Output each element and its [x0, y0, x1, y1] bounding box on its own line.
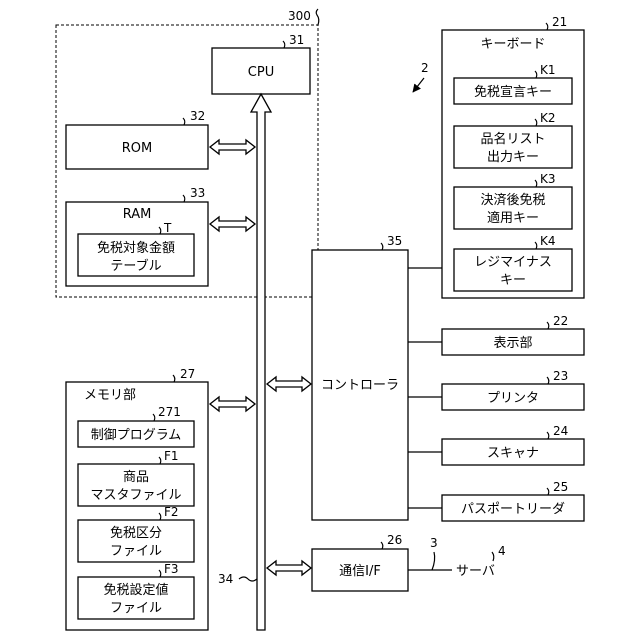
key-tax-declare-label: 免税宣言キー [474, 84, 552, 100]
key-k2-ref: K2 [540, 111, 556, 125]
ram-leader [183, 195, 185, 202]
memory-ref: 27 [180, 367, 195, 381]
key-item-list-line2: 出力キー [487, 150, 539, 165]
passport-reader-leader [547, 488, 549, 495]
tax-setting-line1: 免税設定値 [103, 582, 168, 598]
product-master-line1: 商品 [123, 470, 149, 485]
tax-table-ref: T [163, 221, 172, 235]
product-master-line2: マスタファイル [90, 488, 181, 503]
key-k4-ref: K4 [540, 234, 556, 248]
key-register-minus-line2: キー [500, 273, 526, 288]
scanner-ref: 24 [553, 424, 568, 438]
key-post-settlement-line2: 適用キー [487, 210, 539, 226]
control-program-label: 制御プログラム [91, 428, 182, 443]
cpu-label: CPU [248, 65, 274, 80]
comm-if-label: 通信I/F [339, 564, 381, 579]
frame-leader [316, 9, 319, 25]
printer-ref: 23 [553, 369, 568, 383]
bus-leader [239, 577, 257, 581]
keyboard-leader [546, 23, 548, 30]
scanner-leader [547, 432, 549, 439]
key-k3-ref: K3 [540, 172, 556, 186]
tax-setting-ref: F3 [164, 562, 179, 576]
keyboard-ref: 21 [552, 15, 567, 29]
server-leader [492, 552, 494, 561]
controller-leader [381, 243, 383, 250]
ram-label: RAM [123, 207, 152, 222]
tax-category-ref: F2 [164, 505, 179, 519]
control-program-ref: 271 [158, 405, 181, 419]
rom-ref: 32 [190, 109, 205, 123]
ram-ref: 33 [190, 186, 205, 200]
printer-label: プリンタ [487, 391, 539, 406]
tax-table-line1: 免税対象金額 [97, 240, 175, 256]
key-item-list-line1: 品名リスト [480, 131, 545, 147]
tax-table-line2: テーブル [110, 258, 161, 274]
system-ref: 2 [421, 61, 429, 75]
key-k1-ref: K1 [540, 63, 556, 77]
rom-leader [183, 118, 185, 125]
server-label: サーバ [456, 564, 495, 579]
comm-if-leader [381, 542, 383, 549]
controller-links [408, 268, 442, 508]
memory-label: メモリ部 [84, 388, 136, 403]
tax-setting-line2: ファイル [110, 601, 162, 616]
cpu-ref: 31 [289, 33, 304, 47]
passport-reader-ref: 25 [553, 480, 568, 494]
system-bus [251, 94, 271, 630]
bus-ref: 34 [218, 572, 233, 586]
frame-ref: 300 [288, 9, 311, 23]
server-ref: 4 [498, 544, 506, 558]
network-leader [432, 552, 435, 570]
display-label: 表示部 [493, 336, 532, 351]
passport-reader-label: パスポートリーダ [461, 502, 565, 517]
printer-leader [547, 377, 549, 384]
network-ref: 3 [430, 536, 438, 550]
tax-category-line1: 免税区分 [110, 526, 162, 541]
display-leader [547, 322, 549, 329]
product-master-ref: F1 [164, 449, 179, 463]
memory-leader [173, 375, 175, 382]
controller-ref: 35 [387, 234, 402, 248]
keyboard-label: キーボード [480, 37, 545, 52]
scanner-label: スキャナ [487, 446, 539, 461]
rom-label: ROM [122, 141, 152, 156]
controller-label: コントローラ [321, 378, 399, 393]
tax-category-line2: ファイル [110, 544, 162, 559]
key-register-minus-line1: レジマイナス [474, 255, 552, 270]
comm-if-ref: 26 [387, 533, 402, 547]
key-post-settlement-line1: 決済後免税 [480, 192, 545, 208]
system-ref-arrow [413, 78, 424, 92]
display-ref: 22 [553, 314, 568, 328]
cpu-leader [283, 41, 285, 48]
